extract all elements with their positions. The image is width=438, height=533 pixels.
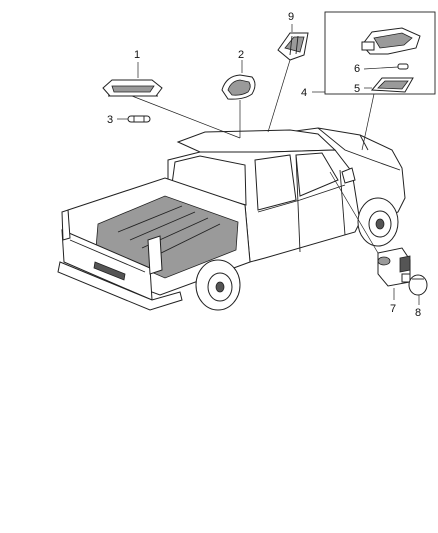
lamp-lens-part	[221, 74, 256, 100]
switch-module-part	[277, 32, 309, 61]
callout-4: 4	[301, 87, 307, 99]
callout-6: 6	[354, 63, 360, 75]
cargo-lamp-part	[377, 247, 411, 287]
dome-lamp-part	[102, 79, 163, 97]
callout-labels: 1 2 3 4 5 6 7 8 9	[107, 11, 421, 319]
callout-3: 3	[107, 114, 113, 126]
callout-1: 1	[134, 49, 140, 61]
callout-5: 5	[354, 83, 360, 95]
callout-2: 2	[238, 49, 244, 61]
callout-9: 9	[288, 11, 294, 23]
callout-8: 8	[415, 307, 421, 319]
bulb-part	[127, 115, 151, 123]
inset-box	[324, 11, 436, 95]
cargo-bulb-part	[408, 274, 428, 296]
callout-7: 7	[390, 303, 396, 315]
leader-lines	[117, 24, 420, 305]
pickup-truck-illustration	[57, 127, 406, 311]
